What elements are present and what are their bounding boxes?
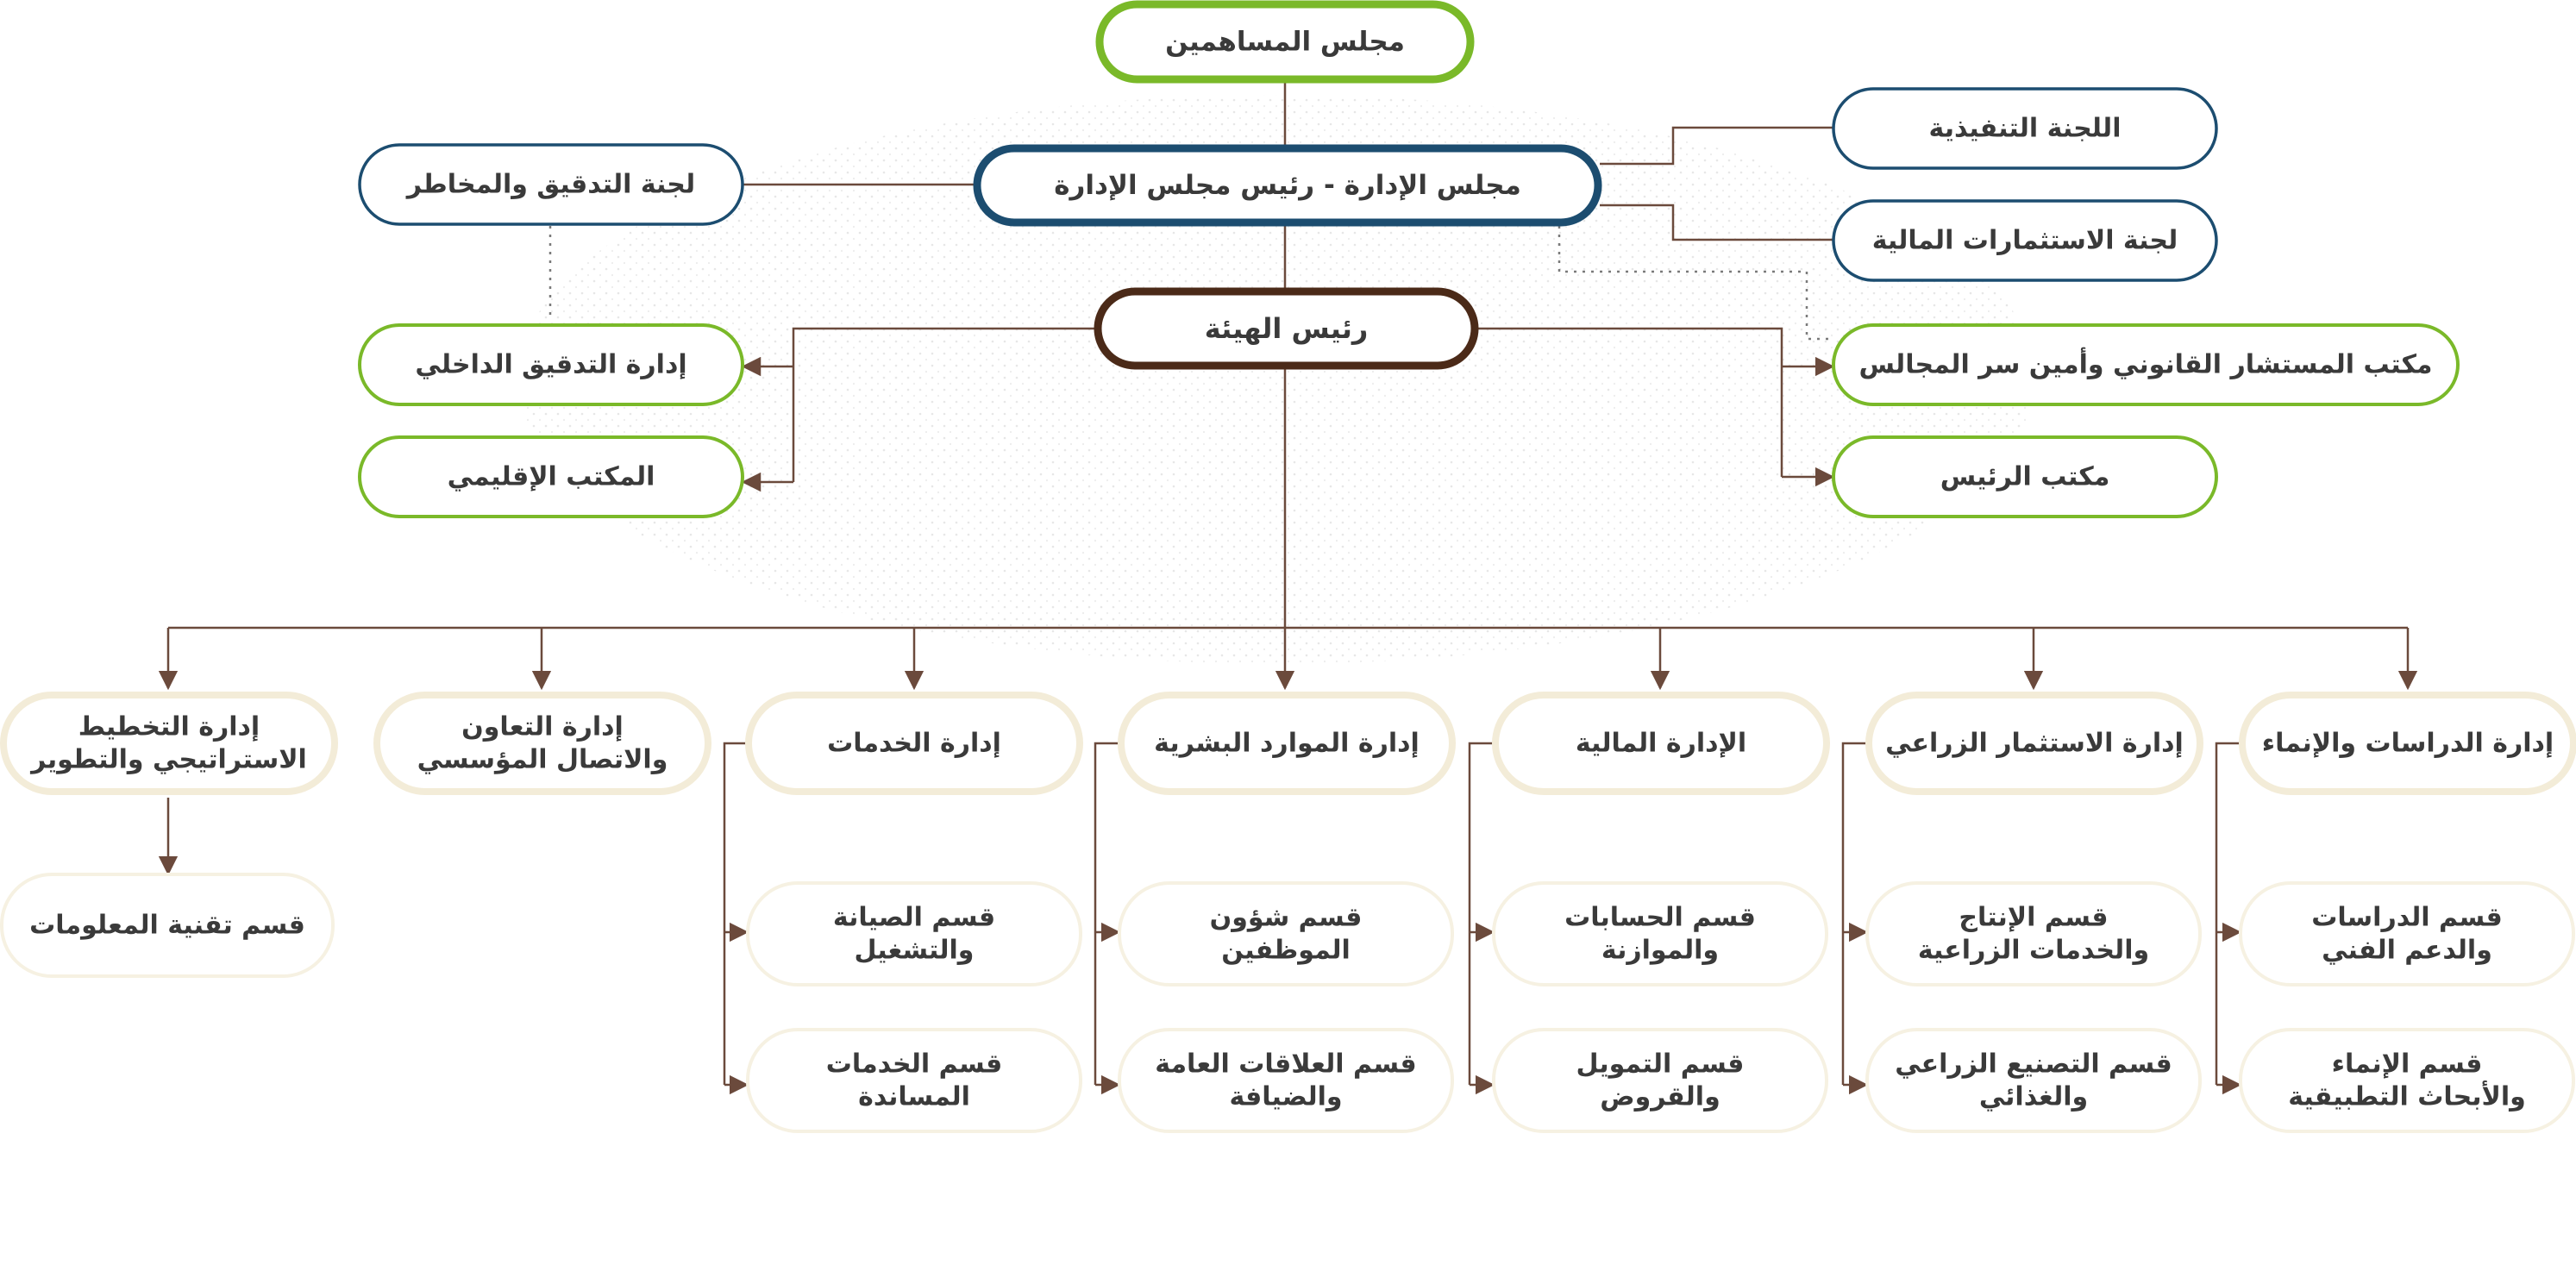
node-box-board bbox=[973, 144, 1602, 227]
node-box-regional-office bbox=[358, 435, 744, 518]
node-box-president-office bbox=[1832, 435, 2218, 518]
node-label-sec-development-research-line-2: والأبحاث التطبيقية bbox=[2288, 1080, 2526, 1112]
node-box-sec-it bbox=[0, 873, 335, 978]
node-dept-finance: الإدارة المالية bbox=[1492, 692, 1830, 795]
node-box-sec-production bbox=[1865, 881, 2202, 986]
node-label-sec-support-services-line-1: قسم الخدمات bbox=[826, 1049, 1003, 1079]
node-box-sec-funding bbox=[1492, 1028, 1828, 1133]
connector-lines bbox=[158, 80, 2418, 1095]
node-box-sec-studies-support bbox=[2239, 881, 2575, 986]
node-box-sec-accounts bbox=[1492, 881, 1828, 986]
node-label-investment-committee: لجنة الاستثمارات المالية bbox=[1872, 226, 2178, 256]
node-label-sec-relations-line-2: والضيافة bbox=[1229, 1082, 1342, 1112]
node-sec-studies-support: قسم الدراسات والدعم الفني bbox=[2239, 881, 2575, 986]
node-label-dept-cooperation-line-2: والاتصال المؤسسي bbox=[417, 745, 668, 775]
node-dept-agri-invest: إدارة الاستثمار الزراعي bbox=[1865, 692, 2203, 795]
node-box-audit-committee bbox=[358, 143, 744, 226]
node-president: رئيس الهيئة bbox=[1094, 287, 1479, 370]
node-legal-office: مكتب المستشار القانوني وأمين سر المجالس bbox=[1832, 323, 2460, 406]
background-texture bbox=[517, 95, 2035, 664]
node-box-dept-planning bbox=[0, 692, 338, 795]
node-investment-committee: لجنة الاستثمارات المالية bbox=[1832, 199, 2218, 282]
node-label-sec-production-line-1: قسم الإنتاج bbox=[1959, 902, 2108, 932]
node-label-sec-maintenance-line-2: والتشغيل bbox=[855, 936, 975, 966]
node-box-dept-services bbox=[745, 692, 1083, 795]
node-sec-accounts: قسم الحسابات والموازنة bbox=[1492, 881, 1828, 986]
node-label-dept-services: إدارة الخدمات bbox=[827, 729, 1001, 759]
node-shareholders: مجلس المساهمين bbox=[1095, 0, 1475, 84]
node-box-sec-maintenance bbox=[746, 881, 1082, 986]
node-regional-office: المكتب الإقليمي bbox=[358, 435, 744, 518]
node-label-dept-planning-line-2: الاستراتيجي والتطوير bbox=[29, 745, 307, 775]
node-label-audit-committee: لجنة التدقيق والمخاطر bbox=[405, 170, 695, 200]
node-label-sec-accounts-line-1: قسم الحسابات bbox=[1564, 902, 1756, 932]
node-label-sec-studies-support-line-2: والدعم الفني bbox=[2322, 936, 2492, 966]
node-dept-studies: إدارة الدراسات والإنماء bbox=[2239, 692, 2576, 795]
node-box-dept-cooperation bbox=[373, 692, 711, 795]
node-box-president bbox=[1094, 287, 1479, 370]
node-label-sec-development-research-line-1: قسم الإنماء bbox=[2332, 1049, 2483, 1079]
node-label-sec-funding-line-1: قسم التمويل bbox=[1576, 1049, 1745, 1079]
node-label-dept-agri-invest: إدارة الاستثمار الزراعي bbox=[1885, 729, 2184, 759]
node-label-shareholders: مجلس المساهمين bbox=[1165, 27, 1405, 58]
node-label-president-office: مكتب الرئيس bbox=[1940, 462, 2110, 492]
node-box-internal-audit bbox=[358, 323, 744, 406]
node-executive-committee: اللجنة التنفيذية bbox=[1832, 87, 2218, 170]
node-box-sec-relations bbox=[1118, 1028, 1454, 1133]
node-box-investment-committee bbox=[1832, 199, 2218, 282]
node-label-board: مجلس الإدارة - رئيس مجلس الإدارة bbox=[1054, 170, 1521, 201]
node-label-dept-studies: إدارة الدراسات والإنماء bbox=[2262, 729, 2554, 759]
node-label-sec-manufacturing-line-1: قسم التصنيع الزراعي bbox=[1895, 1049, 2172, 1079]
node-label-regional-office: المكتب الإقليمي bbox=[448, 462, 655, 492]
node-label-dept-finance: الإدارة المالية bbox=[1576, 729, 1746, 759]
node-sec-production: قسم الإنتاج والخدمات الزراعية bbox=[1865, 881, 2202, 986]
node-box-sec-manufacturing bbox=[1865, 1028, 2202, 1133]
node-label-dept-hr: إدارة الموارد البشرية bbox=[1154, 729, 1420, 759]
node-box-sec-support-services bbox=[746, 1028, 1082, 1133]
node-box-dept-studies bbox=[2239, 692, 2576, 795]
node-box-shareholders bbox=[1095, 0, 1475, 84]
node-internal-audit: إدارة التدقيق الداخلي bbox=[358, 323, 744, 406]
node-box-sec-staff bbox=[1118, 881, 1454, 986]
node-label-executive-committee: اللجنة التنفيذية bbox=[1929, 114, 2122, 144]
node-label-sec-staff-line-2: الموظفين bbox=[1221, 936, 1351, 966]
node-label-sec-maintenance-line-1: قسم الصيانة bbox=[833, 902, 995, 932]
node-box-legal-office bbox=[1832, 323, 2460, 406]
node-sec-it: قسم تقنية المعلومات bbox=[0, 873, 335, 978]
node-label-legal-office: مكتب المستشار القانوني وأمين سر المجالس bbox=[1859, 348, 2433, 380]
node-sec-maintenance: قسم الصيانة والتشغيل bbox=[746, 881, 1082, 986]
node-dept-hr: إدارة الموارد البشرية bbox=[1118, 692, 1456, 795]
node-label-sec-staff-line-1: قسم شؤون bbox=[1210, 902, 1363, 932]
node-box-sec-development-research bbox=[2239, 1028, 2575, 1133]
node-board: مجلس الإدارة - رئيس مجلس الإدارة bbox=[973, 144, 1602, 227]
node-label-dept-planning-line-1: إدارة التخطيط bbox=[78, 711, 260, 742]
node-sec-staff: قسم شؤون الموظفين bbox=[1118, 881, 1454, 986]
node-label-sec-relations-line-1: قسم العلاقات العامة bbox=[1155, 1049, 1416, 1079]
node-label-internal-audit: إدارة التدقيق الداخلي bbox=[415, 350, 686, 380]
node-box-dept-agri-invest bbox=[1865, 692, 2203, 795]
node-label-dept-cooperation-line-1: إدارة التعاون bbox=[461, 711, 624, 742]
node-box-dept-finance bbox=[1492, 692, 1830, 795]
node-audit-committee: لجنة التدقيق والمخاطر bbox=[358, 143, 744, 226]
node-box-executive-committee bbox=[1832, 87, 2218, 170]
node-label-sec-support-services-line-2: المساندة bbox=[858, 1082, 970, 1112]
node-label-sec-studies-support-line-1: قسم الدراسات bbox=[2311, 902, 2502, 932]
node-label-sec-it: قسم تقنية المعلومات bbox=[29, 911, 305, 941]
node-label-sec-accounts-line-2: والموازنة bbox=[1601, 936, 1719, 966]
node-president-office: مكتب الرئيس bbox=[1832, 435, 2218, 518]
node-label-president: رئيس الهيئة bbox=[1205, 312, 1369, 345]
node-label-sec-production-line-2: والخدمات الزراعية bbox=[1918, 936, 2149, 966]
node-dept-services: إدارة الخدمات bbox=[745, 692, 1083, 795]
node-label-sec-funding-line-2: والقروض bbox=[1600, 1082, 1720, 1112]
node-label-sec-manufacturing-line-2: والغذائي bbox=[1979, 1082, 2088, 1112]
node-box-dept-hr bbox=[1118, 692, 1456, 795]
